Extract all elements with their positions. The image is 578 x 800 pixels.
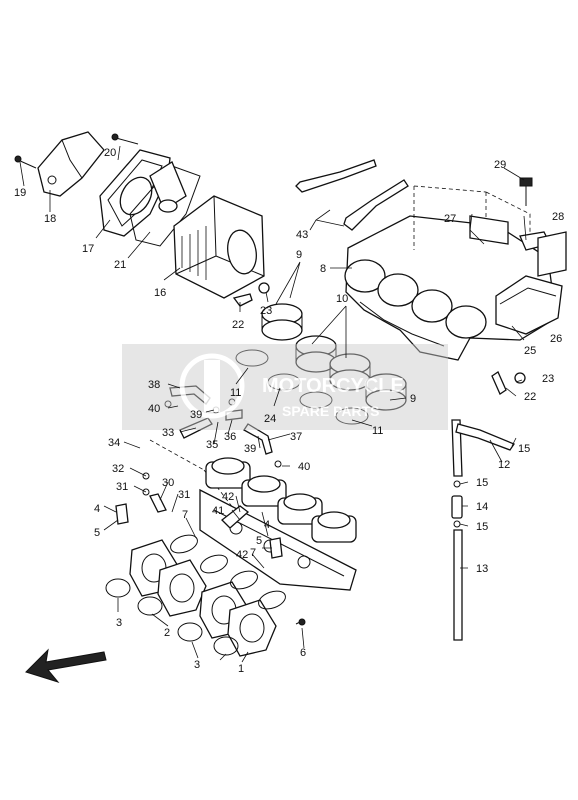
callout-11: 11 [372,425,383,437]
intake-manifolds [105,472,306,657]
callout-23: 23 [542,373,554,385]
callout-35: 35 [206,439,218,451]
callout-24: 24 [264,413,276,425]
callout-8: 8 [320,263,326,275]
watermark: MOTORCYCLE SPARE PARTS [122,344,448,430]
callout-18: 18 [44,213,56,225]
callout-42: 42 [222,491,234,503]
callout-27: 27 [444,213,456,225]
fuel-line [451,419,515,641]
callout-29: 29 [494,159,506,171]
callout-30: 30 [162,477,174,489]
callout-5: 5 [94,527,100,539]
callouts: 1 2 3 3 4 4 5 5 6 7 7 8 9 9 10 11 11 12 … [14,147,564,675]
watermark-line2: SPARE PARTS [282,403,380,419]
callout-2: 2 [164,627,170,639]
callout-32: 32 [112,463,124,475]
front-direction-arrow [25,648,107,683]
airbox-case [344,177,567,361]
intake-joints [232,282,526,425]
callout-34: 34 [108,437,120,449]
airbox-cover-assembly [14,131,265,299]
callout-3: 3 [116,617,122,629]
callout-14: 14 [476,501,488,513]
callout-7: 7 [250,547,256,559]
callout-19: 19 [14,187,26,199]
callout-4: 4 [94,503,100,515]
callout-23: 23 [260,305,272,317]
callout-37: 37 [290,431,302,443]
callout-12: 12 [498,459,510,471]
callout-22: 22 [232,319,244,331]
callout-7: 7 [182,509,188,521]
callout-17: 17 [82,243,94,255]
callout-39: 39 [190,409,202,421]
callout-1: 1 [238,663,244,675]
callout-33: 33 [162,427,174,439]
callout-36: 36 [224,431,236,443]
callout-13: 13 [476,563,488,575]
callout-10: 10 [336,293,348,305]
callout-40: 40 [298,461,310,473]
callout-9: 9 [296,249,302,261]
callout-38: 38 [148,379,160,391]
callout-9: 9 [410,393,416,405]
callout-21: 21 [114,259,126,271]
callout-31: 31 [116,481,128,493]
callout-39: 39 [244,443,256,455]
callout-25: 25 [524,345,536,357]
callout-16: 16 [154,287,166,299]
callout-3: 3 [194,659,200,671]
callout-43: 43 [296,229,308,241]
callout-22: 22 [524,391,536,403]
leader-lines [19,145,527,663]
watermark-logo [179,353,245,419]
callout-26: 26 [550,333,562,345]
callout-20: 20 [104,147,116,159]
callout-11: 11 [230,387,241,399]
callout-15: 15 [476,477,488,489]
callout-40: 40 [148,403,160,415]
watermark-line1: MOTORCYCLE [262,375,404,397]
callout-28: 28 [552,211,564,223]
callout-15: 15 [518,443,530,455]
breather-hoses [295,159,409,231]
callout-6: 6 [300,647,306,659]
callout-31: 31 [178,489,190,501]
callout-5: 5 [256,535,262,547]
callout-4: 4 [264,519,270,531]
callout-41: 41 [212,505,224,517]
callout-15: 15 [476,521,488,533]
callout-42: 42 [236,549,248,561]
